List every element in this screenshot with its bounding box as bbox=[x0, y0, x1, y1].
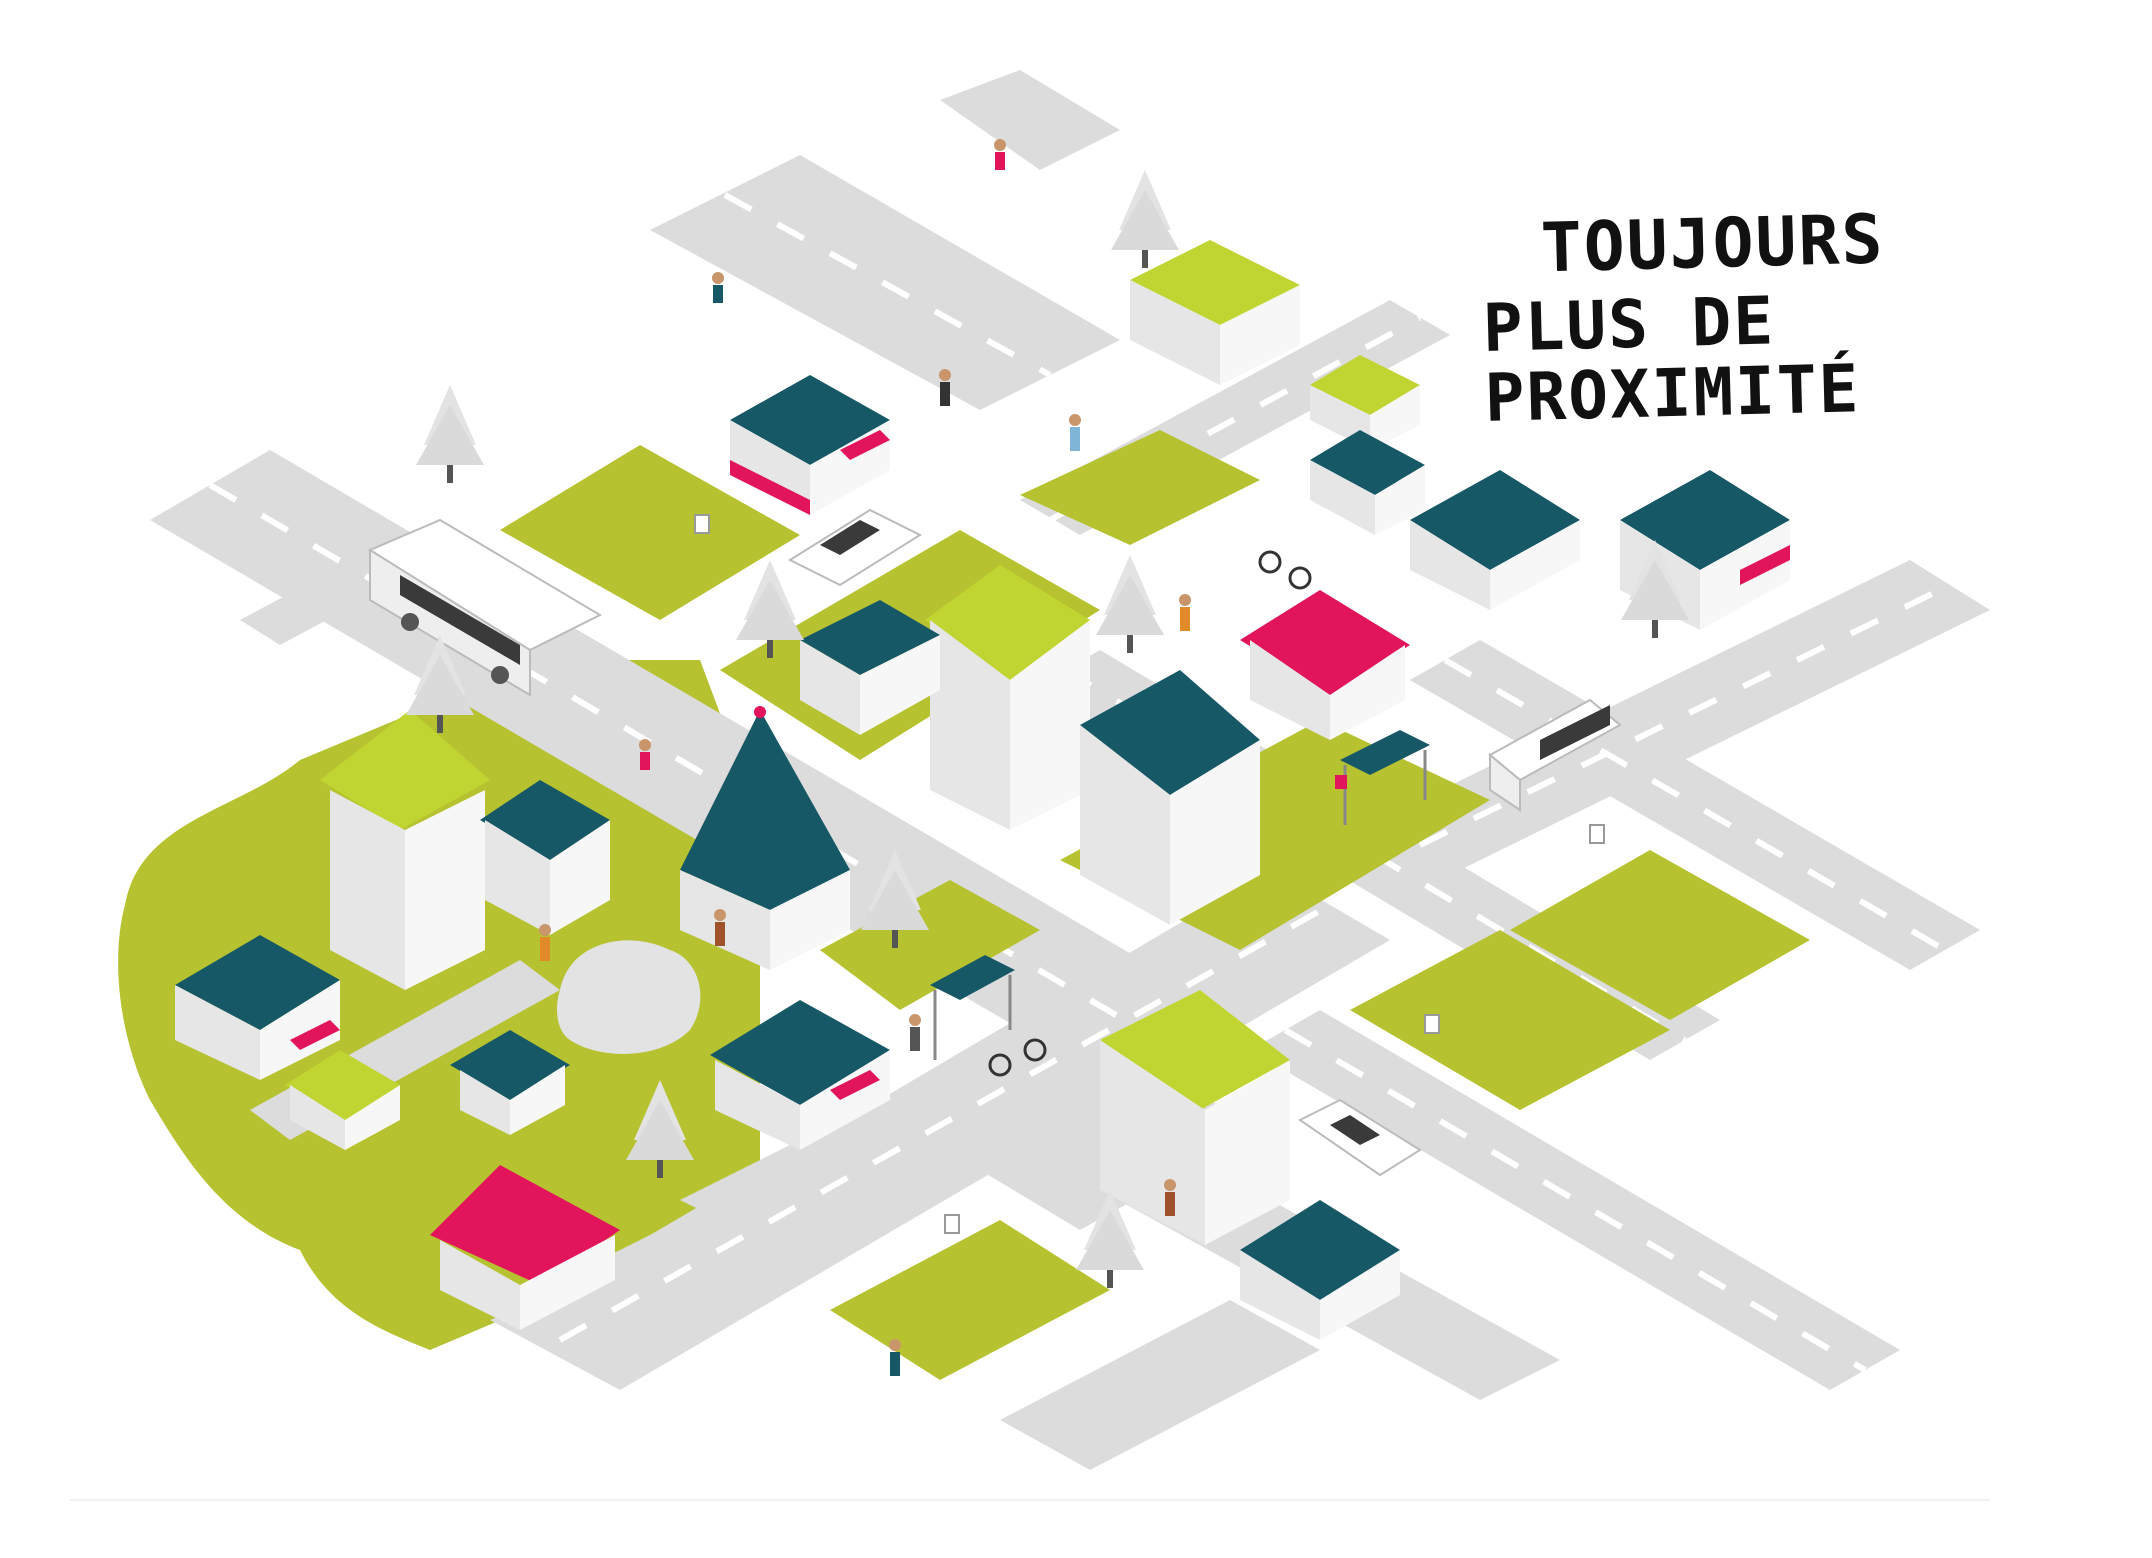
headline: TOUJOURS PLUS DE PROXIMITÉ bbox=[1480, 200, 2046, 437]
car-icon bbox=[787, 508, 923, 587]
church-icon bbox=[680, 706, 850, 970]
house-icon bbox=[800, 600, 940, 735]
house-icon bbox=[285, 1050, 400, 1150]
bottom-divider bbox=[70, 1499, 1990, 1501]
house-icon bbox=[710, 1000, 890, 1150]
apartment-icon bbox=[925, 565, 1090, 830]
headline-line-1: TOUJOURS bbox=[1539, 200, 1886, 289]
cyclist-icon bbox=[988, 550, 1312, 1077]
tree-icon bbox=[1096, 555, 1164, 653]
house-icon bbox=[1410, 470, 1580, 610]
house-icon bbox=[1130, 240, 1300, 385]
bus-shelter-icon bbox=[1335, 730, 1430, 825]
van-icon bbox=[1488, 698, 1622, 812]
apartment-icon bbox=[1080, 670, 1260, 925]
car-icon bbox=[1298, 1098, 1422, 1177]
tree-icon bbox=[1111, 170, 1179, 268]
house-icon bbox=[450, 1030, 570, 1135]
house-icon bbox=[480, 780, 610, 935]
bus-shelter-icon bbox=[930, 955, 1015, 1060]
pond bbox=[557, 940, 701, 1054]
apartment-icon bbox=[320, 710, 490, 990]
bus-icon bbox=[367, 518, 603, 697]
tree-icon bbox=[416, 385, 484, 483]
house-icon bbox=[175, 935, 340, 1080]
headline-line-2: PLUS DE PROXIMITÉ bbox=[1481, 282, 1862, 437]
house-icon bbox=[730, 375, 890, 515]
pedestrian-icon bbox=[539, 139, 1191, 1376]
house-icon bbox=[1240, 1200, 1400, 1340]
signpost-icon bbox=[694, 514, 1605, 1234]
apartment-icon bbox=[1100, 990, 1290, 1245]
house-icon bbox=[1240, 590, 1410, 740]
house-icon bbox=[1310, 430, 1425, 535]
house-icon bbox=[430, 1165, 620, 1330]
